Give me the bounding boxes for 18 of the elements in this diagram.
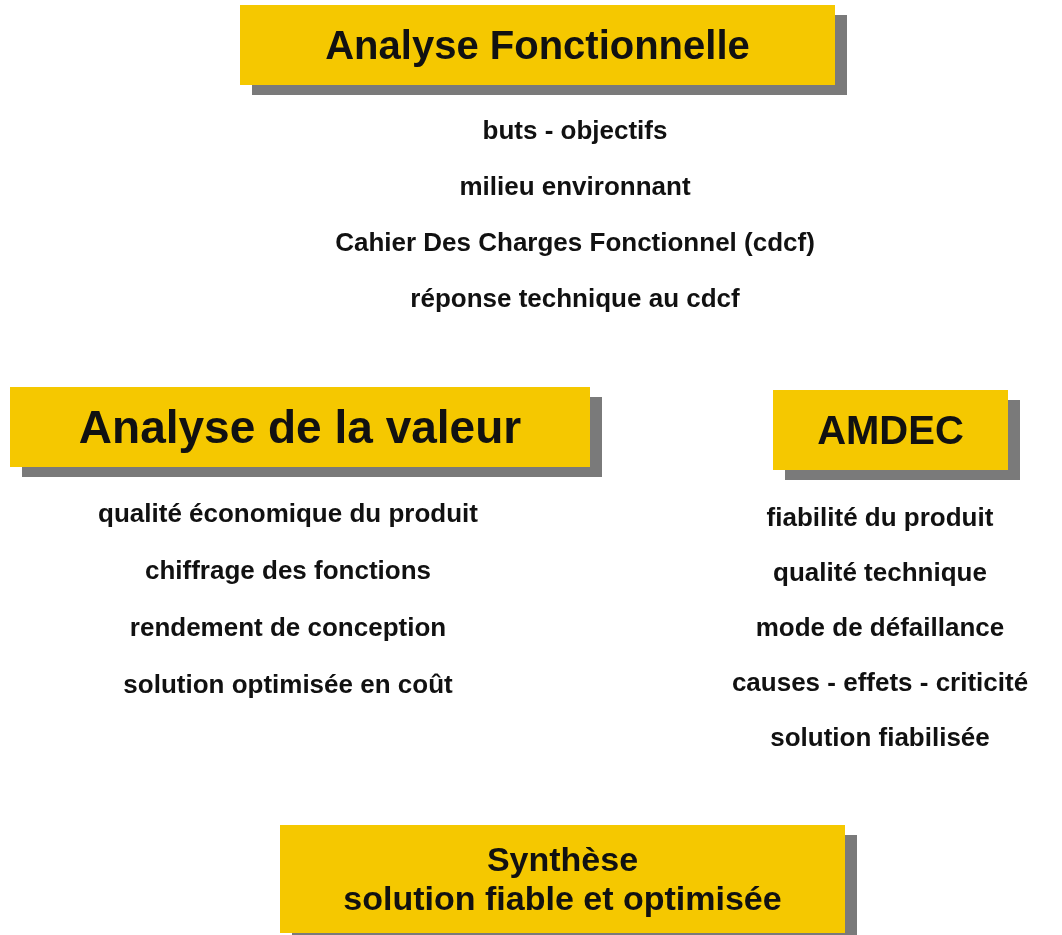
item-text: solution optimisée en coût (123, 669, 453, 700)
box-title: Analyse Fonctionnelle (325, 22, 750, 68)
item-text: rendement de conception (129, 612, 447, 643)
item-text: solution fiabilisée (770, 722, 990, 753)
item-text: réponse technique au cdcf (410, 283, 740, 314)
item-text: mode de défaillance (755, 612, 1005, 643)
item-text: buts - objectifs (482, 115, 668, 146)
item-text: Cahier Des Charges Fonctionnel (cdcf) (335, 227, 815, 258)
item-text: qualité technique (773, 557, 987, 588)
item-text: causes - effets - criticité (731, 667, 1029, 698)
box-title: solution fiable et optimisée (343, 879, 782, 919)
item-text: fiabilité du produit (766, 502, 994, 533)
box-title: AMDEC (817, 407, 964, 453)
item-text: chiffrage des fonctions (145, 555, 431, 586)
box-title: Analyse de la valeur (78, 400, 522, 454)
item-text: milieu environnant (459, 171, 691, 202)
box-title: Synthèse (486, 839, 639, 879)
item-text: qualité économique du produit (98, 498, 478, 529)
